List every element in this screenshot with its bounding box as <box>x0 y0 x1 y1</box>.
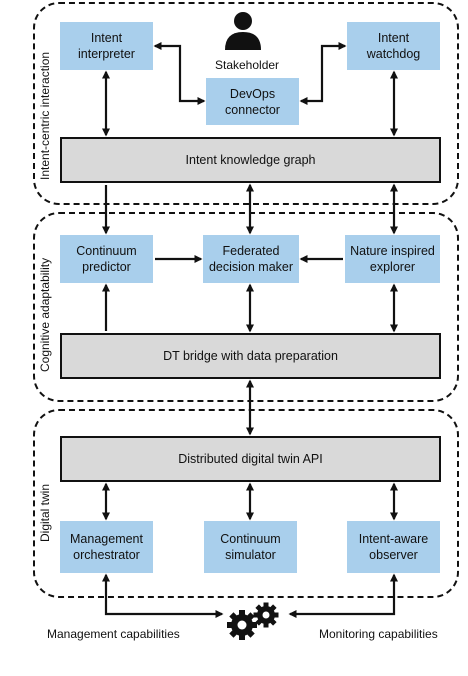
stakeholder-label: Stakeholder <box>215 58 280 72</box>
intent-aware-observer-box: Intent-aware observer <box>347 521 440 573</box>
arrow-watchdog-devops <box>299 42 347 105</box>
intent-watchdog-box: Intent watchdog <box>347 22 440 70</box>
arrow-orchestrator-gears <box>102 573 224 618</box>
person-icon <box>225 12 261 50</box>
dt-bridge-bar: DT bridge with data preparation <box>60 333 441 379</box>
digital-twin-api-bar: Distributed digital twin API <box>60 436 441 482</box>
management-capabilities-caption: Management capabilities <box>47 627 180 641</box>
intent-knowledge-graph-bar: Intent knowledge graph <box>60 137 441 183</box>
continuum-predictor-box: Continuum predictor <box>60 235 153 283</box>
gears-icon <box>227 602 279 640</box>
intent-interpreter-box: Intent interpreter <box>60 22 153 70</box>
arrow-observer-gears <box>288 573 398 618</box>
continuum-simulator-box: Continuum simulator <box>204 521 297 573</box>
federated-decision-maker-box: Federated decision maker <box>203 235 299 283</box>
nature-inspired-explorer-box: Nature inspired explorer <box>345 235 440 283</box>
monitoring-capabilities-caption: Monitoring capabilities <box>319 627 438 641</box>
devops-connector-box: DevOps connector <box>206 78 299 125</box>
arrow-interpreter-devops <box>153 42 206 105</box>
management-orchestrator-box: Management orchestrator <box>60 521 153 573</box>
